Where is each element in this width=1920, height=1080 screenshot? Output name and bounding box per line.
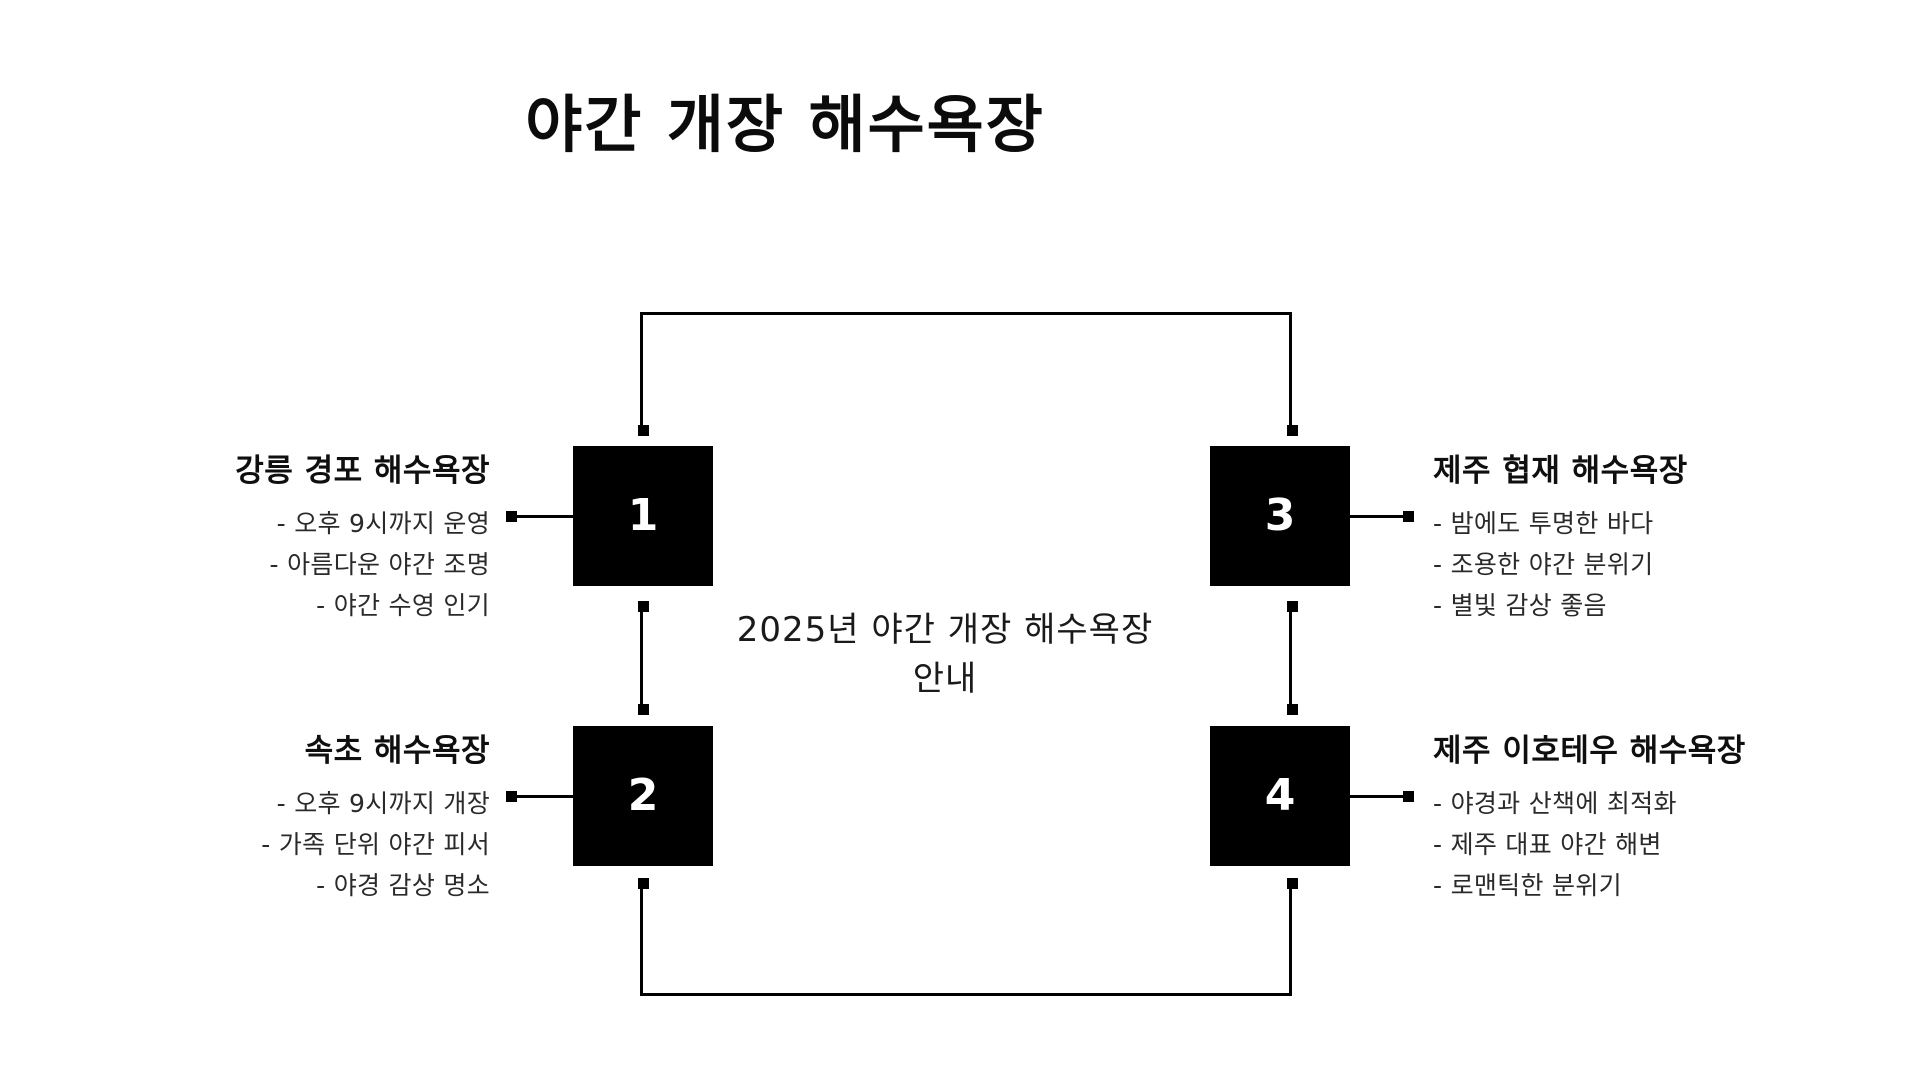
connector-arm-node1 xyxy=(510,515,574,518)
beach-feature-item: - 야경 감상 명소 xyxy=(316,870,490,900)
connector-arm-node3 xyxy=(1350,515,1414,518)
connector-endpoint-dot xyxy=(638,601,649,612)
label-block-node2: 속초 해수욕장 - 오후 9시까지 개장 - 가족 단위 야간 피서 - 야경 … xyxy=(0,725,490,906)
beach-feature-item: - 오후 9시까지 운영 xyxy=(276,509,490,538)
node-box-3[interactable]: 3 xyxy=(1210,446,1350,586)
connector-top-horizontal xyxy=(640,312,1292,315)
node-number-4: 4 xyxy=(1264,770,1296,821)
connector-endpoint-dot xyxy=(1403,511,1414,522)
connector-bottom-right-vertical xyxy=(1289,882,1292,996)
node-number-3: 3 xyxy=(1264,490,1296,541)
connector-top-right-vertical xyxy=(1289,312,1292,434)
node-number-1: 1 xyxy=(627,490,659,541)
node-box-2[interactable]: 2 xyxy=(573,726,713,866)
beach-name-1: 강릉 경포 해수욕장 xyxy=(235,453,490,489)
connector-endpoint-dot xyxy=(1287,425,1298,436)
connector-node3-node4 xyxy=(1289,606,1292,710)
beach-feature-item: - 야간 수영 인기 xyxy=(316,590,490,620)
connector-endpoint-dot xyxy=(1403,791,1414,802)
label-block-node1: 강릉 경포 해수욕장 - 오후 9시까지 운영 - 아름다운 야간 조명 - 야… xyxy=(0,445,490,626)
beach-feature-item: - 제주 대표 야간 해변 xyxy=(1433,829,1662,859)
connector-arm-node4 xyxy=(1350,795,1414,798)
connector-endpoint-dot xyxy=(1287,601,1298,612)
beach-feature-item: - 밤에도 투명한 바다 xyxy=(1433,509,1654,538)
beach-feature-item: - 로맨틱한 분위기 xyxy=(1433,870,1622,900)
node-box-4[interactable]: 4 xyxy=(1210,726,1350,866)
connector-endpoint-dot xyxy=(638,425,649,436)
page-title: 야간 개장 해수욕장 xyxy=(525,88,1045,161)
label-block-node3: 제주 협재 해수욕장 - 밤에도 투명한 바다 - 조용한 야간 분위기 - 별… xyxy=(1433,445,1863,626)
connector-top-left-vertical xyxy=(640,312,643,434)
connector-endpoint-dot xyxy=(1287,704,1298,715)
connector-endpoint-dot xyxy=(638,704,649,715)
beach-name-3: 제주 협재 해수욕장 xyxy=(1433,453,1688,489)
connector-endpoint-dot xyxy=(506,791,517,802)
connector-endpoint-dot xyxy=(1287,878,1298,889)
connector-arm-node2 xyxy=(510,795,574,798)
connector-endpoint-dot xyxy=(638,878,649,889)
beach-feature-item: - 아름다운 야간 조명 xyxy=(269,549,490,579)
beach-feature-item: - 별빛 감상 좋음 xyxy=(1433,590,1607,620)
label-block-node4: 제주 이호테우 해수욕장 - 야경과 산책에 최적화 - 제주 대표 야간 해변… xyxy=(1433,725,1863,906)
beach-feature-item: - 가족 단위 야간 피서 xyxy=(261,829,490,859)
connector-bottom-horizontal xyxy=(640,993,1292,996)
connector-bottom-left-vertical xyxy=(640,882,643,996)
center-caption: 2025년 야간 개장 해수욕장 안내 xyxy=(736,610,1154,700)
beach-feature-item: - 오후 9시까지 개장 xyxy=(276,789,490,818)
connector-endpoint-dot xyxy=(506,511,517,522)
node-box-1[interactable]: 1 xyxy=(573,446,713,586)
beach-feature-item: - 야경과 산책에 최적화 xyxy=(1433,789,1677,818)
connector-node1-node2 xyxy=(640,606,643,710)
node-number-2: 2 xyxy=(627,770,659,821)
beach-name-4: 제주 이호테우 해수욕장 xyxy=(1433,733,1746,769)
beach-feature-item: - 조용한 야간 분위기 xyxy=(1433,549,1654,579)
beach-name-2: 속초 해수욕장 xyxy=(304,733,490,769)
